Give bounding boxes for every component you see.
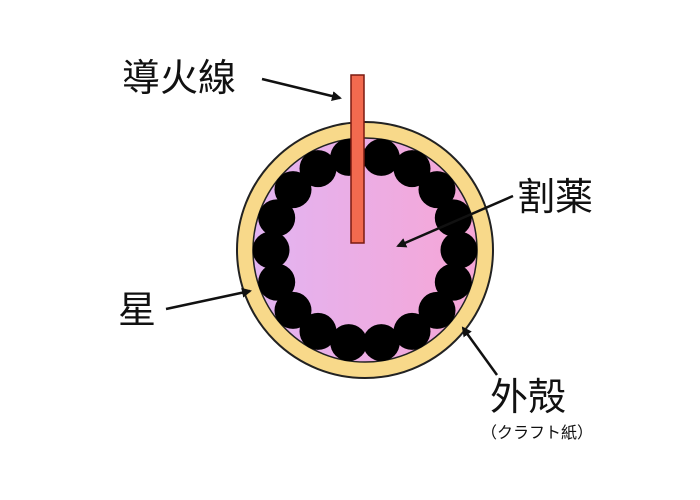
star — [440, 231, 478, 269]
shell-label: 外殻 — [490, 375, 566, 419]
star — [362, 138, 400, 176]
fuse — [350, 74, 365, 244]
star — [434, 263, 472, 301]
fuse-label: 導火線 — [122, 56, 236, 100]
star — [274, 291, 312, 329]
star — [418, 171, 456, 209]
star — [393, 150, 431, 188]
star — [258, 199, 296, 237]
burst-charge-label: 割薬 — [517, 175, 593, 219]
burst-charge-arrow — [396, 194, 514, 248]
star — [362, 324, 400, 362]
star — [434, 199, 472, 237]
fuse-arrow — [261, 77, 342, 101]
star — [252, 231, 290, 269]
star — [274, 171, 312, 209]
star — [258, 263, 296, 301]
stars-ring — [252, 138, 478, 362]
star — [299, 312, 337, 350]
stars-arrow — [165, 287, 252, 311]
stars-label: 星 — [118, 288, 156, 332]
shell-arrow — [461, 326, 499, 376]
star — [299, 150, 337, 188]
shell-note-label: （クラフト紙） — [481, 423, 593, 442]
star — [330, 324, 368, 362]
star — [393, 312, 431, 350]
star — [418, 291, 456, 329]
